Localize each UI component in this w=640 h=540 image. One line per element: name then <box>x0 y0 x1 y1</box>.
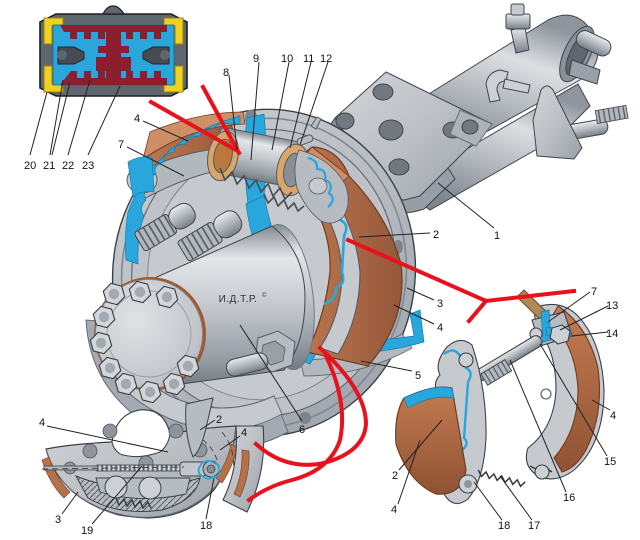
svg-text:©: © <box>262 292 267 299</box>
svg-text:2: 2 <box>433 229 439 241</box>
svg-text:2: 2 <box>216 414 222 426</box>
svg-text:19: 19 <box>81 525 93 537</box>
svg-text:23: 23 <box>82 160 94 172</box>
svg-text:3: 3 <box>437 298 443 310</box>
svg-text:22: 22 <box>62 160 74 172</box>
svg-text:4: 4 <box>39 417 45 429</box>
svg-text:12: 12 <box>320 53 332 65</box>
svg-text:7: 7 <box>118 139 124 151</box>
svg-text:И.Д.Т.Р.: И.Д.Т.Р. <box>219 294 258 305</box>
svg-text:1: 1 <box>494 230 500 242</box>
svg-text:21: 21 <box>43 160 55 172</box>
svg-text:4: 4 <box>391 504 397 516</box>
svg-text:16: 16 <box>563 492 575 504</box>
svg-text:7: 7 <box>591 286 597 298</box>
svg-text:5: 5 <box>415 370 421 382</box>
svg-text:8: 8 <box>223 67 229 79</box>
svg-text:4: 4 <box>610 410 616 422</box>
svg-text:18: 18 <box>498 520 510 532</box>
svg-text:14: 14 <box>606 328 618 340</box>
svg-text:9: 9 <box>253 53 259 65</box>
svg-text:20: 20 <box>24 160 36 172</box>
svg-text:17: 17 <box>528 520 540 532</box>
svg-text:18: 18 <box>200 520 212 532</box>
svg-text:11: 11 <box>303 53 314 65</box>
svg-text:2: 2 <box>392 470 398 482</box>
svg-text:15: 15 <box>604 456 616 468</box>
svg-text:10: 10 <box>281 53 293 65</box>
svg-text:4: 4 <box>134 113 140 125</box>
svg-text:3: 3 <box>55 514 61 526</box>
svg-text:4: 4 <box>437 322 443 334</box>
svg-text:13: 13 <box>606 300 618 312</box>
svg-text:6: 6 <box>299 424 305 436</box>
svg-text:4: 4 <box>241 427 247 439</box>
